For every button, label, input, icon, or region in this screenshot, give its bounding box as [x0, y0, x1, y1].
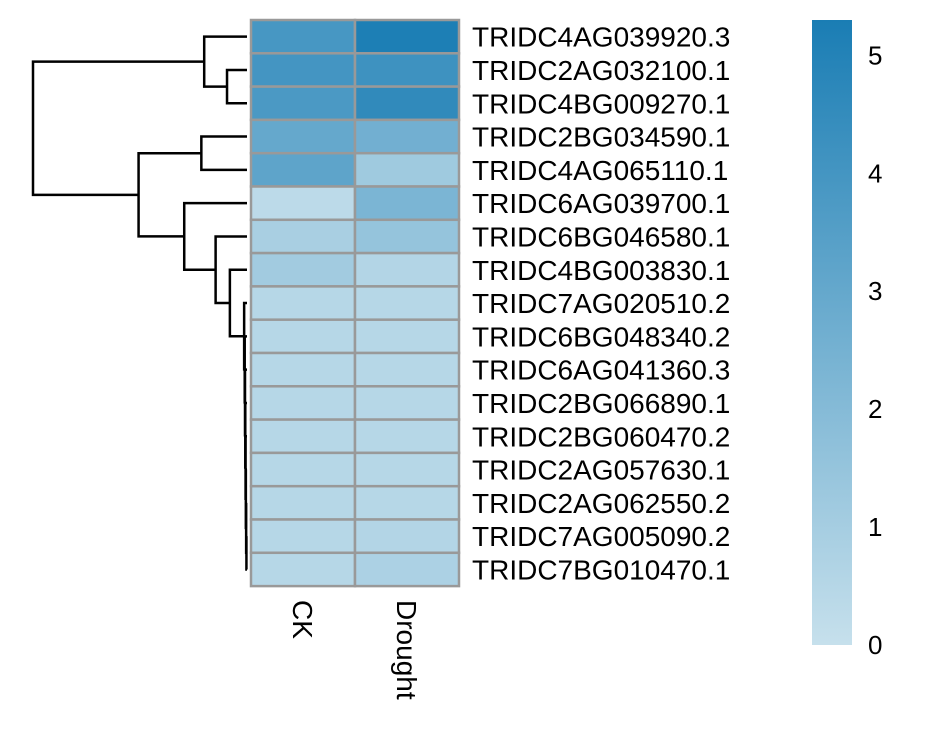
heatmap-cell	[249, 351, 357, 388]
heatmap-cell	[249, 318, 357, 355]
heatmap-cell	[353, 385, 461, 421]
row-label: TRIDC4BG003830.1	[472, 255, 730, 286]
heatmap-cell	[353, 551, 461, 588]
colorbar: 0 1 2 3 4 5	[812, 20, 882, 660]
heatmap-cell	[353, 285, 461, 321]
row-label: TRIDC2BG034590.1	[472, 122, 730, 153]
row-labels: TRIDC4AG039920.3TRIDC2AG032100.1TRIDC4BG…	[472, 22, 730, 586]
heatmap-cell	[249, 451, 357, 488]
row-label: TRIDC6BG046580.1	[472, 221, 730, 252]
dendrogram-branch	[225, 68, 247, 105]
row-label: TRIDC2BG060470.2	[472, 421, 730, 452]
heatmap-cell	[353, 251, 461, 288]
heatmap-cell	[353, 518, 461, 555]
heatmap-cell	[353, 218, 461, 255]
heatmap-cell	[353, 351, 461, 388]
row-label: TRIDC6BG048340.2	[472, 321, 730, 352]
dendrogram-branch	[200, 135, 247, 172]
colorbar-tick-label: 2	[868, 394, 882, 424]
colorbar-gradient	[812, 20, 852, 645]
heatmap-cell	[353, 318, 461, 355]
heatmap-cell	[353, 85, 461, 122]
heatmap-cell	[353, 151, 461, 188]
heatmap-cell	[353, 52, 461, 88]
heatmap-cell	[353, 18, 461, 55]
column-labels: CK Drought	[287, 600, 422, 700]
heatmap-cell	[249, 285, 357, 321]
row-label: TRIDC6AG039700.1	[472, 188, 730, 219]
row-label: TRIDC7AG005090.2	[472, 521, 730, 552]
row-label: TRIDC2AG062550.2	[472, 488, 730, 519]
row-label: TRIDC7BG010470.1	[472, 554, 730, 585]
heatmap-cell	[249, 18, 357, 55]
colorbar-tick-label: 1	[868, 512, 882, 542]
row-label: TRIDC2AG032100.1	[472, 55, 730, 86]
row-label: TRIDC2AG057630.1	[472, 455, 730, 486]
heatmap-cell	[249, 518, 357, 555]
heatmap-cell	[353, 484, 461, 521]
row-label: TRIDC4AG065110.1	[472, 155, 728, 186]
column-label: Drought	[391, 600, 422, 700]
heatmap-cell	[249, 385, 357, 421]
column-label: CK	[287, 600, 318, 639]
heatmap-cell	[249, 118, 357, 155]
heatmap-cell	[353, 185, 461, 222]
colorbar-tick-label: 5	[868, 40, 882, 70]
heatmap-cells	[249, 18, 461, 588]
heatmap-cell	[249, 151, 357, 188]
dendrogram-branch	[182, 201, 247, 271]
heatmap-cell	[249, 85, 357, 122]
colorbar-tick-label: 4	[868, 158, 882, 188]
heatmap-cell	[249, 484, 357, 521]
row-label: TRIDC7AG020510.2	[472, 288, 730, 319]
heatmap-cell	[353, 451, 461, 488]
row-label: TRIDC4AG039920.3	[472, 22, 730, 53]
row-dendrogram	[31, 35, 248, 571]
row-label: TRIDC4BG009270.1	[472, 88, 730, 119]
heatmap-cell	[249, 185, 357, 222]
dendrogram-branch	[31, 60, 205, 197]
row-label: TRIDC2BG066890.1	[472, 388, 730, 419]
heatmap-cell	[353, 418, 461, 455]
heatmap-cell	[249, 251, 357, 288]
heatmap-cell	[249, 52, 357, 88]
heatmap-cell	[249, 551, 357, 588]
heatmap-cell	[353, 118, 461, 155]
heatmap-cell	[249, 218, 357, 255]
colorbar-tick-label: 3	[868, 276, 882, 306]
dendrogram-branch	[137, 151, 202, 238]
dendrogram-branch	[202, 35, 247, 88]
dendrogram-branch	[242, 301, 247, 371]
row-label: TRIDC6AG041360.3	[472, 355, 730, 386]
colorbar-tick-label: 0	[868, 630, 882, 660]
heatmap-cell	[249, 418, 357, 455]
